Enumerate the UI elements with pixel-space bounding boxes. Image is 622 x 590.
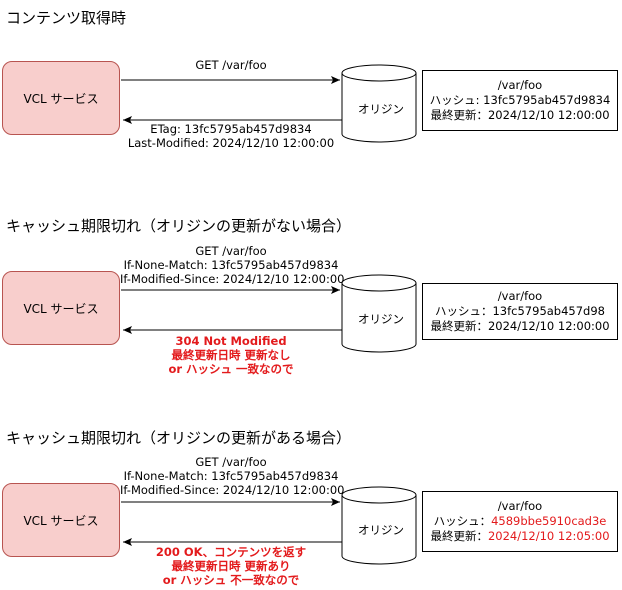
response-line: Last-Modified: 2024/12/10 12:00:00 <box>127 136 335 150</box>
request-line: GET /var/foo <box>195 455 267 469</box>
request-line: If-None-Match: 13fc5795ab457d9834 <box>123 469 339 483</box>
request-line: If-Modified-Since: 2024/12/10 12:00:00 <box>120 483 345 497</box>
response-line: ETag: 13fc5795ab457d9834 <box>150 122 312 136</box>
request-line: If-None-Match: 13fc5795ab457d9834 <box>123 258 339 272</box>
hash-value: 4589bbe5910cad3e <box>491 514 607 528</box>
origin-label-3: オリジン <box>358 523 404 537</box>
response-message-3: 200 OK、コンテンツを返す 最終更新日時 更新あり or ハッシュ 不一致な… <box>120 545 342 587</box>
scenario-title-2: キャッシュ期限切れ（オリジンの更新がない場合） <box>6 217 352 235</box>
resource-hash: ハッシュ：4589bbe5910cad3e <box>434 514 607 529</box>
response-line: or ハッシュ 一致なので <box>168 362 294 376</box>
response-line: 200 OK、コンテンツを返す <box>155 545 307 559</box>
vcl-service-box-3: VCL サービス <box>2 483 120 557</box>
request-message-2: GET /var/foo If-None-Match: 13fc5795ab45… <box>120 244 345 286</box>
origin-cylinder-2 <box>341 274 417 353</box>
resource-updated: 最終更新：2024/12/10 12:00:00 <box>430 108 610 122</box>
updated-label: 最終更新： <box>430 529 488 543</box>
resource-hash: ハッシュ：13fc5795ab457d98 <box>434 304 605 318</box>
origin-label-2: オリジン <box>358 312 404 326</box>
request-line: GET /var/foo <box>195 244 267 258</box>
origin-cylinder-1 <box>341 64 417 143</box>
request-line: If-Modified-Since: 2024/12/10 12:00:00 <box>120 272 345 286</box>
response-line: 304 Not Modified <box>175 334 287 348</box>
vcl-service-box-1: VCL サービス <box>2 61 120 135</box>
scenario-title-1: コンテンツ取得時 <box>6 9 127 27</box>
response-message-1: ETag: 13fc5795ab457d9834 Last-Modified: … <box>120 122 342 150</box>
resource-hash: ハッシュ: 13fc5795ab457d9834 <box>429 93 611 107</box>
response-line: 最終更新日時 更新あり <box>171 559 291 573</box>
scenario-title-3: キャッシュ期限切れ（オリジンの更新がある場合） <box>6 429 352 447</box>
origin-label-1: オリジン <box>358 102 404 116</box>
resource-info-box-2: /var/foo ハッシュ：13fc5795ab457d98 最終更新：2024… <box>422 283 618 340</box>
resource-path: /var/foo <box>497 78 543 92</box>
resource-path: /var/foo <box>497 289 543 303</box>
response-line: or ハッシュ 不一致なので <box>162 573 300 587</box>
response-line: 最終更新日時 更新なし <box>171 348 291 362</box>
response-message-2: 304 Not Modified 最終更新日時 更新なし or ハッシュ 一致な… <box>120 334 342 376</box>
request-line: GET /var/foo <box>195 58 267 72</box>
request-message-1: GET /var/foo <box>120 58 342 72</box>
resource-info-box-3: /var/foo ハッシュ：4589bbe5910cad3e 最終更新：2024… <box>422 491 618 552</box>
request-message-3: GET /var/foo If-None-Match: 13fc5795ab45… <box>120 455 345 497</box>
resource-updated: 最終更新：2024/12/10 12:00:00 <box>430 319 610 333</box>
origin-cylinder-3 <box>341 486 417 565</box>
updated-value: 2024/12/10 12:05:00 <box>487 529 610 543</box>
resource-path: /var/foo <box>497 499 543 513</box>
resource-updated: 最終更新：2024/12/10 12:05:00 <box>430 529 609 544</box>
hash-label: ハッシュ： <box>433 514 492 528</box>
vcl-service-box-2: VCL サービス <box>2 271 120 345</box>
resource-info-box-1: /var/foo ハッシュ: 13fc5795ab457d9834 最終更新：2… <box>422 70 618 131</box>
